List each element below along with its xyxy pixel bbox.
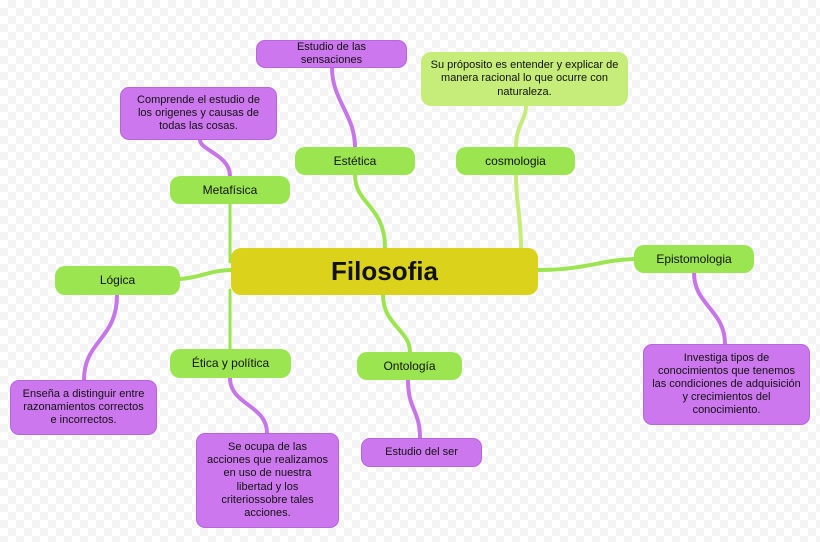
link-center-epistomologia [536,257,636,272]
branch-estetica[interactable]: Estética [295,147,415,175]
leaf-logica[interactable]: Enseña a distinguir entre razonamientos … [10,380,157,435]
branch-cosmologia[interactable]: cosmologia [456,147,575,175]
leaf-cosmologia[interactable]: Su próposito es entender y explicar de m… [421,52,628,106]
leaf-ontologia[interactable]: Estudio del ser [361,438,482,467]
leaf-etica-y-politica[interactable]: Se ocupa de las acciones que realizamos … [196,433,339,528]
link-estetica-leaf [330,66,357,149]
branch-epistomologia[interactable]: Epistomologia [634,245,754,273]
branch-metafisica[interactable]: Metafísica [170,176,290,204]
link-logica-leaf [82,293,119,382]
leaf-epistomologia[interactable]: Investiga tipos de conocimientos que ten… [643,344,810,425]
link-cosmologia-leaf [514,104,528,149]
leaf-estetica[interactable]: Estudio de las sensaciones [256,40,407,68]
link-center-cosmologia [514,173,523,250]
link-ontologia-leaf [406,378,422,440]
link-center-ontologia [381,293,412,354]
link-center-logica [178,268,234,281]
link-center-estetica [353,173,387,250]
branch-etica-y-politica[interactable]: Ética y política [170,349,291,378]
link-epistomologia-leaf [692,271,727,346]
link-metafisica-leaf [198,138,232,178]
branch-ontologia[interactable]: Ontología [357,352,462,380]
leaf-metafisica[interactable]: Comprende el estudio de los origenes y c… [120,87,277,140]
link-etica-leaf [228,376,269,435]
center-node-filosofia[interactable]: Filosofia [231,248,538,295]
branch-logica[interactable]: Lógica [55,266,180,295]
